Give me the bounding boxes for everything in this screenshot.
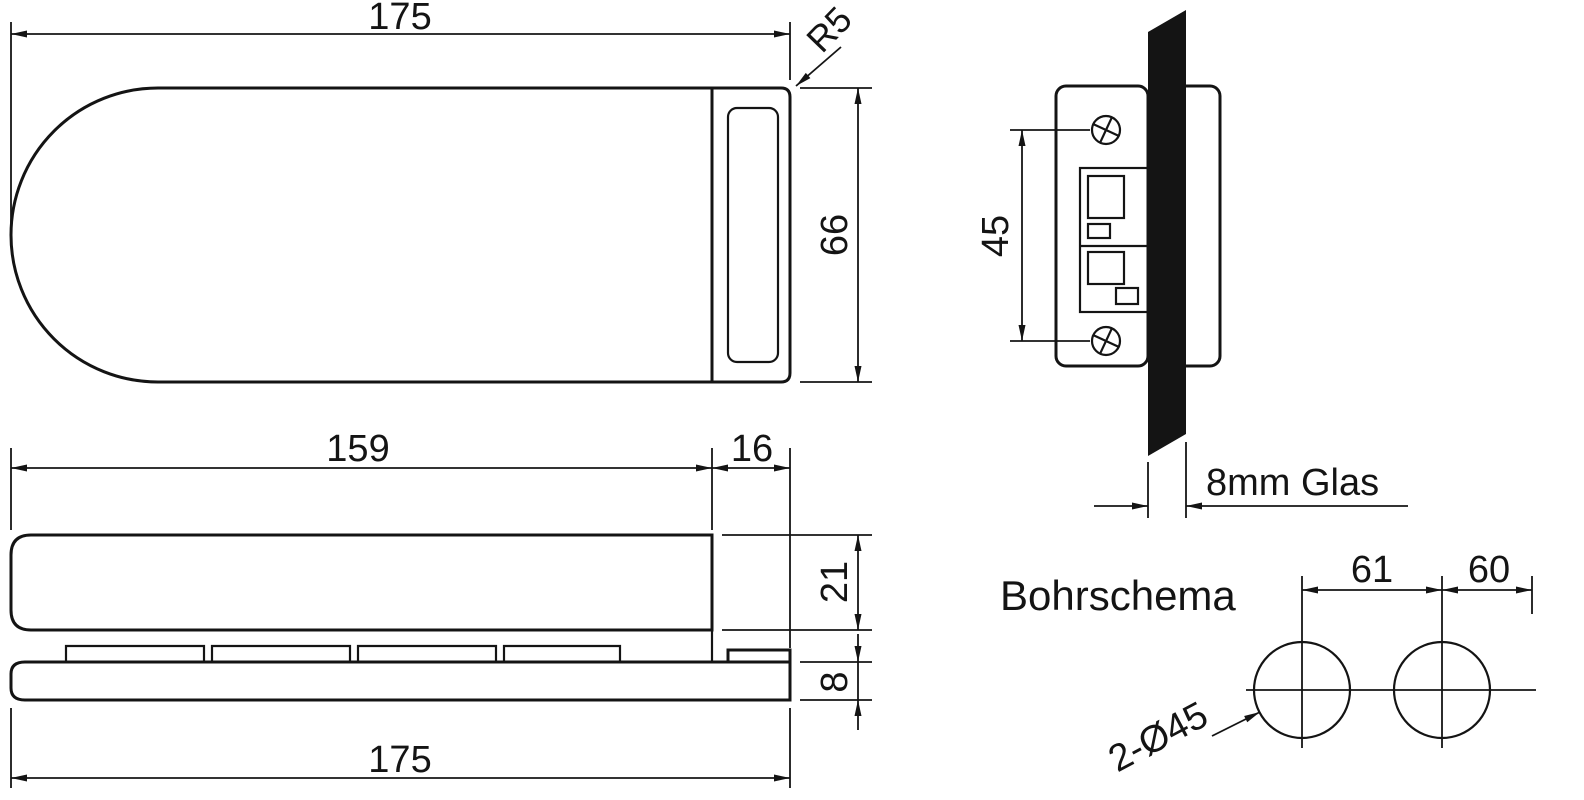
dim-edge-distance: 60: [1442, 549, 1532, 594]
dim-plan-radius-label: R5: [798, 0, 859, 60]
drill-hole-1: [1252, 640, 1352, 740]
side-baseplate-outline: [9, 660, 792, 702]
dim-screw-spacing: 45: [975, 129, 1090, 342]
plan-view: 175 R5 66: [9, 0, 872, 384]
dim-side-widths: 159 16: [10, 428, 791, 648]
dim-plan-width-label: 175: [368, 0, 431, 38]
dim-side-total-width: 175: [10, 708, 791, 788]
glass-pane: [1148, 10, 1186, 456]
dim-plan-height: 66: [800, 87, 872, 383]
dim-side-plate-thickness: 8: [800, 634, 872, 730]
side-cover-outline: [9, 533, 714, 632]
dim-screw-spacing-label: 45: [975, 215, 1017, 257]
drill-schema: Bohrschema 61 60 2-Ø45: [1000, 549, 1536, 781]
dim-side-cover-height: 21: [722, 534, 872, 631]
glass-thickness-label: 8mm Glas: [1206, 462, 1379, 504]
dim-glass-thickness: 8mm Glas: [1094, 442, 1408, 518]
dim-side-body-width-label: 159: [326, 428, 389, 470]
side-gasket-pads: [64, 644, 622, 662]
dim-edge-distance-label: 60: [1468, 549, 1510, 591]
screw-bottom: [1090, 325, 1122, 357]
dim-hole-diameter: 2-Ø45: [1102, 694, 1261, 781]
dim-plan-height-label: 66: [814, 214, 856, 256]
drill-hole-2: [1392, 640, 1492, 740]
dim-hole-spacing-label: 61: [1351, 549, 1393, 591]
screw-top: [1090, 114, 1122, 146]
dim-side-clamp-width-label: 16: [731, 428, 773, 470]
plan-clamp-outline: [712, 86, 792, 384]
side-view: 159 16 21 8: [9, 428, 872, 788]
dim-hole-spacing: 61: [1302, 549, 1442, 594]
dim-plan-width: 175: [10, 0, 791, 238]
plan-body-outline: [9, 86, 714, 384]
dim-side-cover-height-label: 21: [814, 561, 856, 603]
side-clamp-step: [726, 648, 792, 662]
mount-view: 45 8mm Glas: [975, 10, 1408, 518]
dim-plan-radius: R5: [795, 0, 860, 87]
dim-side-total-width-label: 175: [368, 739, 431, 781]
dim-hole-diameter-label: 2-Ø45: [1102, 694, 1215, 781]
dim-side-plate-thickness-label: 8: [814, 671, 856, 692]
mount-mechanism: [1078, 166, 1150, 314]
drill-schema-title: Bohrschema: [1000, 572, 1236, 619]
plan-clamp-slot: [726, 106, 780, 364]
